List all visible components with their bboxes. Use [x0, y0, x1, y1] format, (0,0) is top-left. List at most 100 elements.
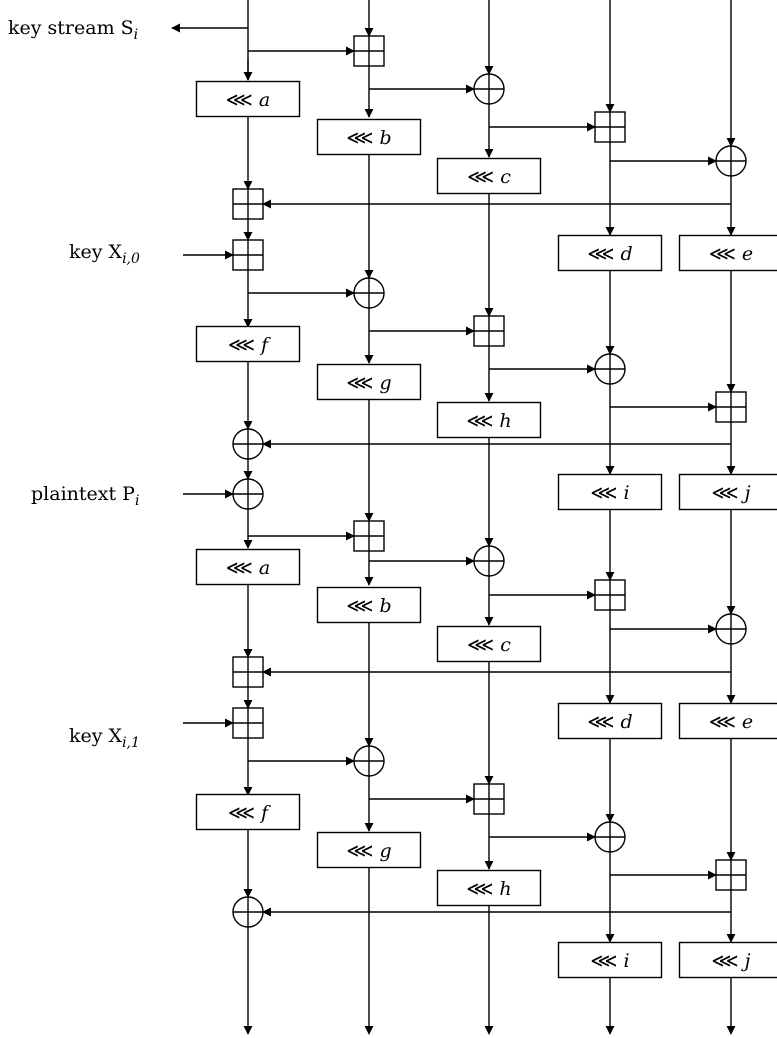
rotate-symbol: ⋘: [226, 89, 259, 111]
rotate-box-frame: [557, 702, 663, 740]
modular-add-node: [715, 859, 747, 891]
plaintext-label: plaintext Pi: [31, 483, 139, 509]
rotate-amount: c: [500, 166, 511, 188]
keystream-label: key stream Si: [8, 17, 138, 43]
xor-node: [232, 478, 264, 510]
rotate-label: ⋘ h: [466, 410, 511, 432]
rotate-amount: b: [379, 127, 391, 149]
modular-add-node: [353, 520, 385, 552]
xor-node: [473, 545, 505, 577]
rotate-amount: b: [379, 595, 391, 617]
rotate-label: ⋘ a: [226, 557, 270, 579]
key-x1-label: key Xi,1: [69, 725, 140, 751]
rotate-box-frame: [195, 80, 301, 118]
rotate-box-frame: [557, 941, 663, 979]
rotate-amount: a: [259, 557, 270, 579]
rotate-amount: d: [620, 243, 632, 265]
rotate-box-frame: [195, 325, 301, 363]
xor-node: [353, 277, 385, 309]
modular-add-node: [232, 188, 264, 220]
rotate-box-frame: [557, 234, 663, 272]
rotate-label: ⋘ c: [467, 166, 511, 188]
rotate-box-e: ⋘ e: [678, 234, 777, 272]
rotate-label: ⋘ h: [466, 878, 511, 900]
rotate-label: ⋘ i: [590, 950, 629, 972]
modular-add-node: [353, 35, 385, 67]
rotate-label: ⋘ b: [346, 127, 391, 149]
rotate-symbol: ⋘: [587, 711, 620, 733]
rotate-amount: h: [499, 878, 511, 900]
rotate-label: ⋘ a: [226, 89, 270, 111]
rotate-symbol: ⋘: [228, 802, 261, 824]
rotate-box-frame: [195, 548, 301, 586]
rotate-symbol: ⋘: [346, 840, 379, 862]
rotate-box-frame: [557, 473, 663, 511]
xor-node: [353, 745, 385, 777]
rotate-box-e: ⋘ e: [678, 702, 777, 740]
rotate-amount: i: [624, 482, 630, 504]
rotate-amount: a: [259, 89, 270, 111]
modular-add-node: [594, 111, 626, 143]
rotate-amount: h: [499, 410, 511, 432]
modular-add-node: [473, 315, 505, 347]
rotate-label: ⋘ b: [346, 595, 391, 617]
modular-add-node: [715, 391, 747, 423]
rotate-label: ⋘ d: [587, 243, 632, 265]
rotate-label: ⋘ g: [346, 840, 391, 862]
rotate-label: ⋘ d: [587, 711, 632, 733]
rotate-box-i: ⋘ i: [557, 473, 663, 511]
rotate-box-frame: [195, 793, 301, 831]
xor-node: [594, 353, 626, 385]
rotate-amount: f: [259, 802, 271, 824]
rotate-symbol: ⋘: [346, 595, 379, 617]
rotate-amount: c: [500, 634, 511, 656]
rotate-box-g: ⋘ g: [316, 363, 422, 401]
rotate-label: ⋘ f: [228, 334, 271, 356]
rotate-symbol: ⋘: [712, 950, 745, 972]
rotate-amount: i: [624, 950, 630, 972]
rotate-box-frame: [436, 157, 542, 195]
rotate-symbol: ⋘: [590, 482, 623, 504]
modular-add-node: [473, 783, 505, 815]
rotate-box-a: ⋘ a: [195, 80, 301, 118]
rotate-box-frame: [678, 473, 777, 511]
rotate-box-frame: [316, 586, 422, 624]
rotate-symbol: ⋘: [346, 127, 379, 149]
xor-node: [594, 821, 626, 853]
rotate-amount: j: [741, 482, 751, 504]
rotate-symbol: ⋘: [467, 634, 500, 656]
rotate-box-frame: [436, 401, 542, 439]
rotate-label: ⋘ e: [709, 243, 753, 265]
rotate-symbol: ⋘: [712, 482, 745, 504]
key-x0-label: key Xi,0: [69, 241, 140, 267]
rotate-label: ⋘ g: [346, 372, 391, 394]
rotate-box-i: ⋘ i: [557, 941, 663, 979]
xor-node: [715, 145, 747, 177]
rotate-symbol: ⋘: [587, 243, 620, 265]
rotate-box-frame: [316, 831, 422, 869]
rotate-symbol: ⋘: [709, 711, 742, 733]
rotate-box-c: ⋘ c: [436, 625, 542, 663]
rotate-symbol: ⋘: [228, 334, 261, 356]
rotate-box-b: ⋘ b: [316, 586, 422, 624]
rotate-box-j: ⋘ j: [678, 473, 777, 511]
xor-node: [232, 896, 264, 928]
rotate-symbol: ⋘: [466, 878, 499, 900]
modular-add-node: [594, 579, 626, 611]
rotate-box-d: ⋘ d: [557, 702, 663, 740]
rotate-box-d: ⋘ d: [557, 234, 663, 272]
rotate-box-g: ⋘ g: [316, 831, 422, 869]
rotate-amount: j: [741, 950, 751, 972]
rotate-box-frame: [436, 869, 542, 907]
modular-add-node: [232, 707, 264, 739]
rotate-box-c: ⋘ c: [436, 157, 542, 195]
rotate-symbol: ⋘: [709, 243, 742, 265]
rotate-symbol: ⋘: [466, 410, 499, 432]
rotate-symbol: ⋘: [226, 557, 259, 579]
rotate-box-j: ⋘ j: [678, 941, 777, 979]
rotate-box-frame: [678, 234, 777, 272]
rotate-label: ⋘ f: [228, 802, 271, 824]
rotate-box-f: ⋘ f: [195, 325, 301, 363]
modular-add-node: [232, 656, 264, 688]
